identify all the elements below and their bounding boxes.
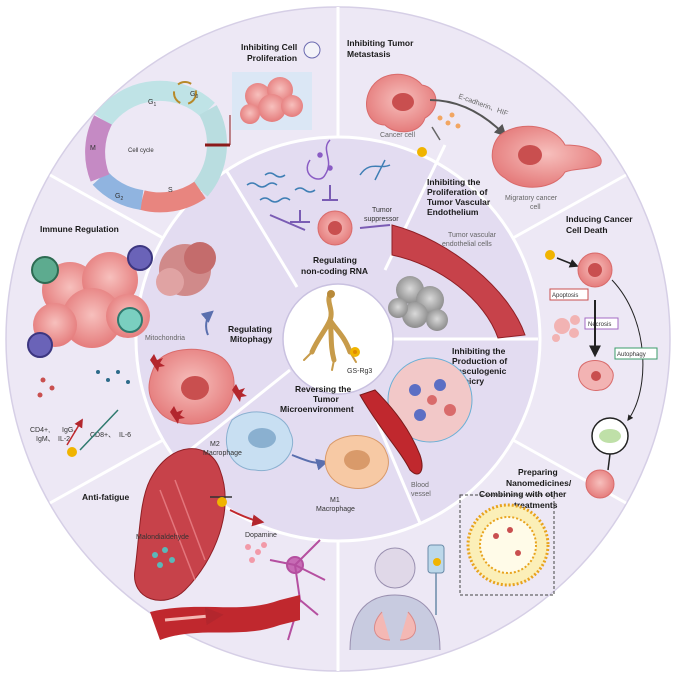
g2-label: G2 — [115, 193, 123, 202]
cell-cycle-diagram: G0 G1 G2 M S Cell cycle — [85, 80, 230, 213]
death-arrow — [556, 257, 579, 268]
purple-rna-loop-icon — [306, 139, 333, 180]
blood-vessel-icon — [359, 389, 423, 475]
necrosis-box — [584, 317, 619, 330]
immune-up-arrow — [66, 418, 83, 446]
s-label: S — [168, 187, 173, 194]
title-preparing-nanomedicines: Preparing Nanomedicines/ Combining with … — [479, 467, 574, 510]
m2-macrophage-icon — [226, 411, 293, 472]
title-reversing-tme: Reversing the Tumor Microenvironment — [280, 384, 354, 414]
grey-tumor-cluster-icon — [388, 276, 448, 331]
stressed-cell-icon — [148, 348, 247, 425]
outer-dividers — [49, 7, 627, 671]
rg3-molecule-icon — [417, 147, 427, 157]
m2-macrophage-label: M2 Macrophage — [203, 441, 242, 457]
cd8-label: CD8+、 — [90, 432, 115, 439]
mitophagy-cluster-icon — [156, 242, 216, 296]
title-regulating-ncrna: Regulating non-coding RNA — [301, 255, 368, 276]
title-inhibiting-tumor-metastasis: Inhibiting Tumor Metastasis — [347, 38, 416, 59]
inhibit-line — [431, 126, 441, 141]
malondialdehyde-dots — [152, 547, 175, 568]
rg3-molecule-icon — [545, 250, 555, 260]
tumor-vascular-label: Tumor vascular endothelial cells — [442, 232, 498, 248]
target-cancer-cell-icon — [577, 252, 613, 288]
mitophagy-arrow — [200, 310, 214, 336]
cancer-cell-label: Cancer cell — [380, 132, 415, 139]
m-label: M — [90, 145, 96, 152]
polarization-arrow — [291, 454, 329, 471]
cd4-label: CD4+, IgM、 — [30, 427, 55, 443]
inhibit-bar-left — [290, 210, 310, 223]
title-inhibiting-endothelium: Inhibiting the Proliferation of Tumor Va… — [427, 177, 493, 217]
nanoparticle-zoom-box — [459, 494, 555, 596]
necrotic-cell-icon — [578, 360, 614, 391]
dopamine-arrow — [229, 509, 265, 527]
autophagy-box — [614, 347, 658, 360]
cytokine-dots — [37, 370, 130, 398]
signal-dots — [437, 112, 461, 129]
gs-rg3-label: GS-Rg3 — [347, 368, 372, 375]
apoptotic-bodies-icon — [552, 315, 580, 342]
metastasis-arrow — [429, 99, 507, 137]
migratory-cancer-cell-icon — [491, 125, 602, 188]
il6-label: IL-6 — [119, 432, 131, 439]
m1-macrophage-label: M1 Macrophage — [316, 497, 355, 513]
mitochondria-label: Mitochondria — [145, 335, 185, 342]
target-cell-icon — [317, 210, 353, 246]
dividing-cell-icon — [303, 41, 321, 59]
patient-figure-icon — [349, 547, 441, 651]
rg3-molecule-icon — [350, 347, 360, 357]
g1-label: G1 — [148, 99, 156, 108]
immune-inhibit-line — [79, 409, 119, 451]
m1-macrophage-icon — [324, 434, 389, 489]
vm-cell-mass-icon — [387, 357, 473, 443]
tumor-suppressor-label: Tumor suppressor — [364, 207, 399, 223]
center-circle — [282, 283, 394, 395]
title-regulating-mitophagy: Regulating Mitophagy — [228, 324, 274, 344]
rg3-molecule-icon — [217, 497, 227, 507]
title-immune-regulation: Immune Regulation — [40, 224, 119, 234]
rna-arrow-right — [359, 224, 391, 229]
dopamine-label: Dopamine — [245, 532, 277, 539]
rg3-molecule-icon — [67, 447, 77, 457]
dopamine-dots — [245, 542, 267, 563]
endothelium-vessel-icon — [391, 224, 526, 339]
autophagic-cell-icon — [585, 469, 615, 499]
necrosis-label: Necrosis — [588, 322, 611, 328]
igg-label: IgG、 IL-2 — [58, 427, 82, 443]
rna-arrow-left — [269, 214, 306, 231]
title-inhibiting-vm: Inhibiting the Production of Vasculogeni… — [452, 346, 510, 386]
muscle-icon — [134, 448, 226, 601]
title-anti-fatigue: Anti-fatigue — [82, 492, 129, 502]
liposome-nanoparticle-icon — [466, 503, 550, 587]
flow-arrow — [164, 607, 224, 626]
title-inhibiting-cell-proliferation: Inhibiting Cell Proliferation — [241, 42, 300, 63]
vessel-icon — [150, 595, 300, 640]
g0-label: G0 — [190, 91, 198, 100]
title-inducing-cancer-cell-death: Inducing Cancer Cell Death — [566, 214, 635, 235]
tumor-cluster-icon — [240, 77, 303, 124]
rna-strands-icon — [246, 172, 316, 203]
ginseng-root-icon — [303, 290, 357, 371]
malondialdehyde-label: Malondialdehyde — [136, 534, 189, 541]
apoptosis-box — [549, 288, 589, 301]
immune-cluster-icon — [27, 245, 153, 358]
autophagy-label: Autophagy — [617, 352, 646, 358]
migratory-cancer-cell-label: Migratory cancer cell — [505, 195, 559, 211]
autophagy-connector — [607, 453, 611, 471]
blood-vessel-label: Blood vessel — [411, 482, 431, 498]
inhibit-bar-top — [322, 185, 338, 201]
cancer-cell-icon — [366, 73, 437, 133]
blue-rna-hairpin-icon — [359, 159, 391, 181]
apoptosis-label: Apoptosis — [552, 293, 578, 299]
cell-cycle-label: Cell cycle — [128, 148, 154, 154]
